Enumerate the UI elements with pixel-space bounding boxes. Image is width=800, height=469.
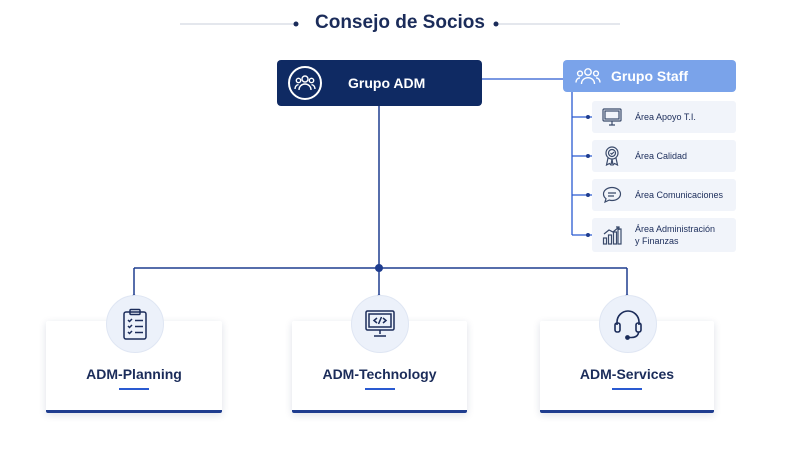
award-icon [601, 145, 623, 167]
card-underline [612, 388, 642, 390]
card-adm-planning-label: ADM-Planning [86, 366, 182, 382]
node-grupo-adm: Grupo ADM [277, 60, 482, 106]
staff-branch-2-dot [586, 154, 590, 158]
card-underline [119, 388, 149, 390]
area-administracion-finanzas: Área Administración y Finanzas [592, 218, 736, 252]
area-administracion-line1: Área Administración [635, 224, 716, 234]
clipboard-checklist-icon [106, 295, 164, 353]
monitor-icon [601, 106, 623, 128]
staff-branch-1-dot [586, 115, 590, 119]
area-comunicaciones: Área Comunicaciones [592, 179, 736, 211]
chat-bubble-icon [601, 184, 623, 206]
code-monitor-icon [351, 295, 409, 353]
group-icon [575, 67, 601, 85]
area-comunicaciones-label: Área Comunicaciones [635, 190, 724, 200]
card-underline [364, 388, 395, 390]
area-administracion-finanzas-label: Área Administración y Finanzas [635, 223, 715, 247]
node-grupo-staff: Grupo Staff [563, 60, 736, 92]
title-dot-left [293, 21, 299, 27]
area-apoyo-ti-label: Área Apoyo T.I. [635, 112, 696, 122]
node-grupo-staff-label: Grupo Staff [611, 68, 688, 84]
staff-branch-4-dot [586, 233, 590, 237]
card-adm-technology-label: ADM-Technology [322, 366, 437, 382]
bar-chart-icon [601, 224, 623, 246]
area-apoyo-ti: Área Apoyo T.I. [592, 101, 736, 133]
page-title: Consejo de Socios [315, 12, 485, 33]
area-calidad: Área Calidad [592, 140, 736, 172]
card-adm-services-label: ADM-Services [579, 366, 675, 382]
group-icon [288, 66, 322, 100]
area-administracion-line2: y Finanzas [635, 236, 679, 246]
staff-branch-3-dot [586, 193, 590, 197]
headset-icon [599, 295, 657, 353]
title-dot-right [493, 21, 499, 27]
node-grupo-adm-label: Grupo ADM [348, 75, 426, 91]
area-calidad-label: Área Calidad [635, 151, 688, 161]
